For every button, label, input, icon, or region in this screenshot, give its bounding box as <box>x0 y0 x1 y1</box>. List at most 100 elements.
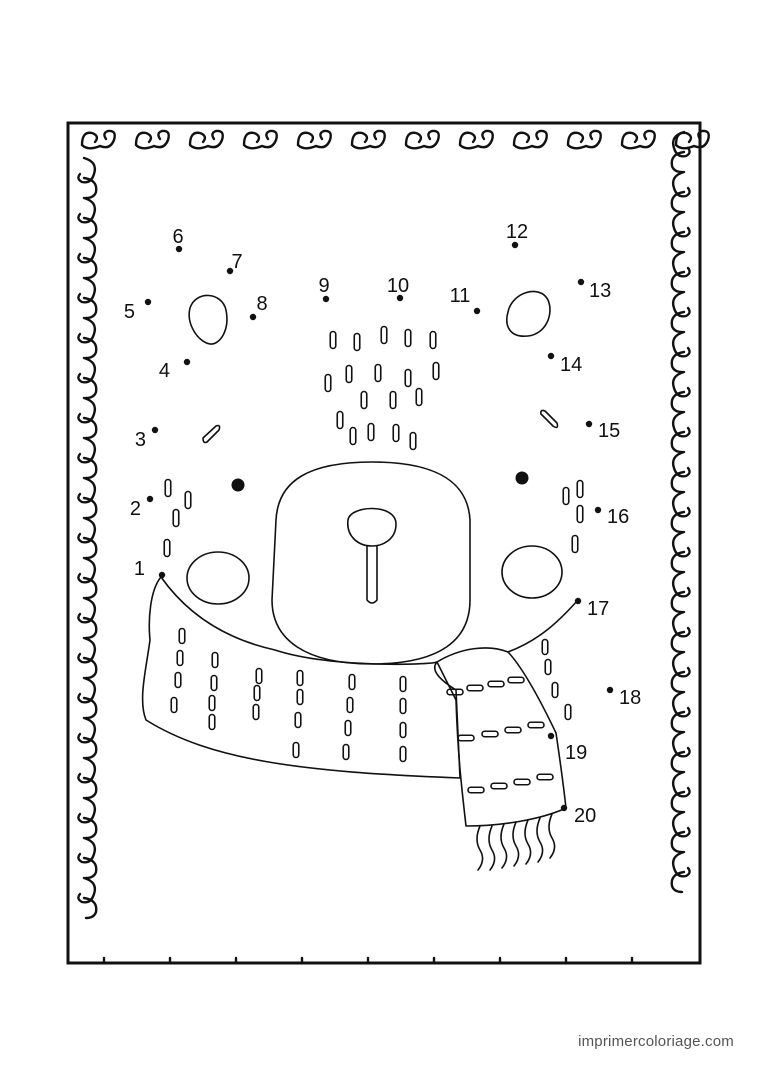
dot-number: 17 <box>587 598 609 620</box>
mouth <box>366 545 378 604</box>
pattern-dash <box>399 697 407 715</box>
pattern-dash <box>374 363 382 383</box>
dot-point <box>144 298 152 306</box>
pattern-dash <box>487 680 505 688</box>
border-swirl <box>670 610 691 654</box>
right-eyebrow <box>540 409 559 429</box>
border-swirl <box>77 356 98 400</box>
left-eye <box>231 478 245 492</box>
dot-number: 20 <box>574 805 596 827</box>
right-eye <box>515 471 529 485</box>
border-swirl <box>77 316 98 360</box>
border-swirl <box>670 170 691 214</box>
border-swirl <box>77 476 98 520</box>
border-swirl <box>77 436 98 480</box>
pattern-dash <box>562 486 570 506</box>
dot-number: 18 <box>619 687 641 709</box>
pattern-dash <box>208 694 216 712</box>
border-swirl <box>670 690 691 734</box>
site-credit: imprimercoloriage.com <box>578 1033 734 1050</box>
pattern-dash <box>329 330 337 350</box>
border-swirl <box>674 129 710 150</box>
pattern-dash <box>576 504 584 524</box>
border-swirl <box>77 636 98 680</box>
border-swirl <box>670 730 691 774</box>
border-swirl <box>77 516 98 560</box>
scarf-band <box>141 576 461 779</box>
dot-point <box>585 420 593 428</box>
border-swirl <box>670 290 691 334</box>
border-swirl <box>77 196 98 240</box>
left-cheek <box>186 551 250 605</box>
pattern-dash <box>404 328 412 348</box>
scarf-fringe <box>476 813 556 871</box>
right-ear <box>506 290 551 337</box>
dot-point <box>473 307 481 315</box>
bear-drawing <box>141 290 584 871</box>
pattern-dash <box>380 325 388 345</box>
pattern-dash <box>415 387 423 407</box>
dot-number: 13 <box>589 280 611 302</box>
pattern-dash <box>292 741 300 759</box>
pattern-dash <box>176 649 184 667</box>
pattern-dash <box>399 675 407 693</box>
border-swirl <box>77 676 98 720</box>
pattern-dash <box>296 688 304 706</box>
pattern-dash <box>564 703 572 721</box>
pattern-dash <box>178 627 186 645</box>
nose <box>347 507 397 547</box>
dot-number: 19 <box>565 742 587 764</box>
pattern-dash <box>324 373 332 393</box>
right-cheek <box>501 545 563 599</box>
border-swirl <box>670 850 691 894</box>
pattern-dash <box>467 786 485 794</box>
pattern-dash <box>184 490 192 510</box>
dot-point <box>577 278 585 286</box>
border-swirl <box>670 410 691 454</box>
dot-number: 3 <box>135 429 146 451</box>
pattern-dash <box>481 730 499 738</box>
border-swirl <box>670 130 691 174</box>
dot-number: 7 <box>231 251 242 273</box>
border-swirl <box>242 129 278 150</box>
border-swirl <box>77 836 98 880</box>
pattern-dash <box>210 674 218 692</box>
dot-point <box>547 732 555 740</box>
border-swirl <box>566 129 602 150</box>
pattern-dash <box>457 734 475 742</box>
pattern-dash <box>353 332 361 352</box>
page-frame <box>66 121 702 965</box>
pattern-dash <box>399 721 407 739</box>
dot-point <box>574 597 582 605</box>
pattern-dash <box>342 743 350 761</box>
pattern-dash <box>253 684 261 702</box>
border-swirl <box>77 236 98 280</box>
pattern-dash <box>544 658 552 676</box>
pattern-dash <box>348 673 356 691</box>
border-swirl <box>670 490 691 534</box>
pattern-dash <box>349 426 357 446</box>
pattern-dash <box>571 534 579 554</box>
pattern-dash <box>392 423 400 443</box>
dot-number: 5 <box>124 301 135 323</box>
border-swirl <box>670 530 691 574</box>
pattern-dash <box>172 508 180 528</box>
pattern-dash <box>576 479 584 499</box>
border-swirl <box>350 129 386 150</box>
border-swirl <box>670 330 691 374</box>
pattern-dash <box>211 651 219 669</box>
pattern-dashes <box>163 325 584 794</box>
dot-point <box>560 804 568 812</box>
border-swirl <box>670 810 691 854</box>
dot-point <box>158 571 166 579</box>
dot-point <box>175 245 183 253</box>
dot-point <box>146 495 154 503</box>
pattern-dash <box>527 721 545 729</box>
border-swirl <box>77 276 98 320</box>
pattern-dash <box>536 773 554 781</box>
dot-number: 6 <box>172 226 183 248</box>
border-swirl <box>77 396 98 440</box>
pattern-dash <box>252 703 260 721</box>
